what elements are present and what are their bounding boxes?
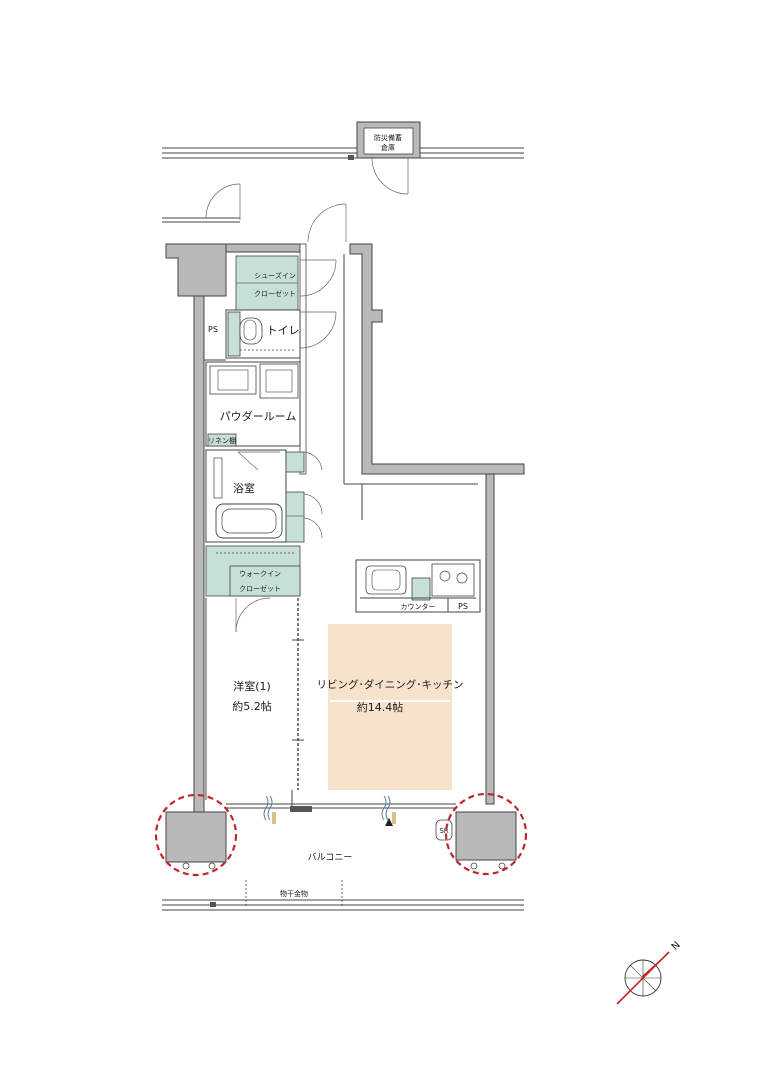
toilet-label: トイレ [267, 324, 300, 337]
storage-label-1: 防災備蓄 [374, 133, 402, 142]
corridor-top [162, 147, 524, 160]
linen-shelf-label: リネン棚 [208, 436, 236, 445]
walk-in-closet: ウォークイン クローゼット [205, 545, 301, 633]
ps-left-label: PS [208, 325, 218, 334]
compass-icon: N [616, 940, 683, 1005]
western-room-size: 約5.2帖 [232, 699, 272, 713]
western-room: 洋室(1) 約5.2帖 [205, 598, 304, 806]
highlight-circle-left [154, 793, 238, 877]
disaster-storage: 防災備蓄 倉庫 [356, 121, 421, 195]
ldk-name: リビング･ダイニング･キッチン [317, 678, 464, 691]
storage-label-2: 倉庫 [381, 143, 395, 152]
bathroom-label: 浴室 [233, 481, 255, 495]
toilet-area: PS トイレ [204, 309, 337, 361]
shoes-closet-label-1: シューズイン [254, 271, 296, 280]
ldk-size: 約14.4帖 [357, 700, 404, 714]
walk-in-label-1: ウォークイン [239, 570, 281, 578]
bathroom: 浴室 [205, 449, 323, 543]
powder-room: パウダールーム リネン棚 [205, 361, 301, 447]
balcony-windows [226, 795, 456, 826]
western-room-name: 洋室(1) [233, 679, 271, 693]
compass-north-label: N [670, 940, 683, 953]
counter-label: カウンター [401, 602, 436, 611]
entrance-doors [162, 183, 347, 243]
kitchen: カウンター PS [355, 484, 481, 613]
highlight-circle-right [444, 792, 528, 876]
drying-hardware-label: 物干金物 [280, 889, 308, 898]
shoes-closet: シューズイン クローゼット [235, 255, 337, 311]
outer-walls [165, 243, 525, 863]
balcony-label: バルコニー [308, 852, 353, 863]
shoes-closet-label-2: クローゼット [254, 289, 296, 298]
sr-label: SR [439, 827, 448, 835]
walk-in-label-2: クローゼット [239, 584, 281, 593]
powder-room-label: パウダールーム [220, 409, 297, 423]
stove-icon [431, 563, 475, 597]
ps-right-label: PS [458, 602, 468, 611]
ldk: リビング･ダイニング･キッチン 約14.4帖 [317, 624, 464, 790]
